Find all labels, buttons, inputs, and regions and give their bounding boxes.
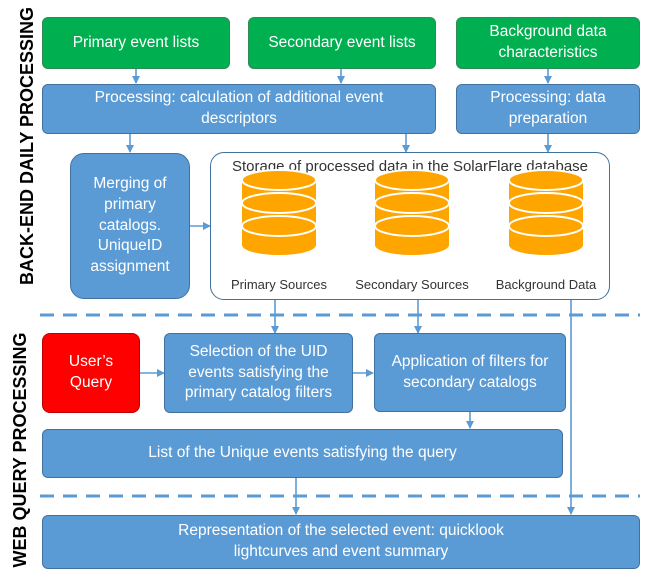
db-background-data-icon	[508, 169, 584, 255]
merging-catalogs-box: Merging of primary catalogs. UniqueID as…	[70, 153, 190, 299]
application-filters-box: Application of filters for secondary cat…	[374, 333, 566, 412]
db-label-secondary-sources: Secondary Sources	[355, 277, 469, 292]
background-data-characteristics-box: Background data characteristics	[456, 17, 640, 69]
secondary-event-lists-box: Secondary event lists	[248, 17, 436, 69]
processing-data-preparation-box: Processing: data preparation	[456, 84, 640, 134]
db-label-background-data: Background Data	[495, 277, 597, 292]
db-secondary-sources-icon	[374, 169, 450, 255]
representation-box: Representation of the selected event: qu…	[42, 515, 640, 569]
storage-title: Storage of processed data in the SolarFl…	[231, 158, 589, 175]
db-label-primary-sources: Primary Sources	[230, 277, 328, 292]
list-unique-events-box: List of the Unique events satisfying the…	[42, 429, 563, 478]
processing-descriptors-box: Processing: calculation of additional ev…	[42, 84, 436, 134]
primary-event-lists-box: Primary event lists	[42, 17, 230, 69]
db-primary-sources-icon	[241, 169, 317, 255]
users-query-box: User’s Query	[42, 333, 140, 413]
selection-uid-box: Selection of the UID events satisfying t…	[164, 333, 353, 413]
